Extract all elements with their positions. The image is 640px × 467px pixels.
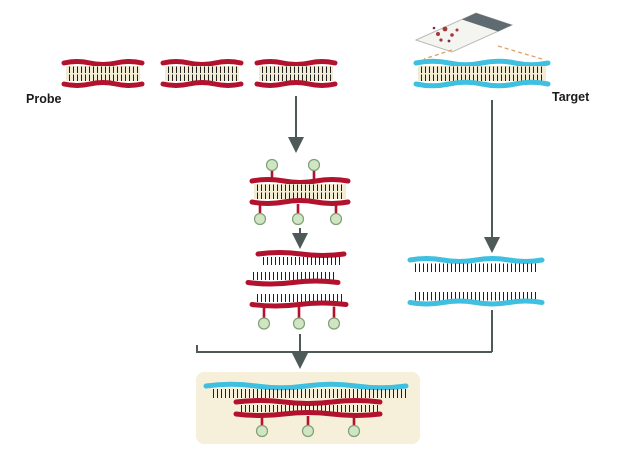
probe-segment-3 xyxy=(257,62,335,86)
denatured-target-strand-1 xyxy=(407,256,545,272)
denatured-probe-strand-2 xyxy=(245,272,341,287)
label-marker xyxy=(329,212,343,226)
magnification-lines xyxy=(423,45,543,60)
hybridized-product xyxy=(203,381,409,438)
label-marker xyxy=(301,424,315,438)
probe-segment-2 xyxy=(163,62,241,86)
target-dna xyxy=(416,61,548,86)
label-marker xyxy=(291,212,305,226)
label-marker xyxy=(307,158,321,172)
specimen-slide xyxy=(414,12,514,53)
label-marker xyxy=(265,158,279,172)
labeled-probe-strand xyxy=(249,294,349,330)
probe-label: Probe xyxy=(26,92,62,106)
denatured-probe-strand-1 xyxy=(255,250,347,265)
label-marker xyxy=(292,317,306,330)
tissue-specks xyxy=(432,26,459,43)
labeled-probe xyxy=(249,158,351,226)
probe-segment-1 xyxy=(64,62,142,86)
label-marker xyxy=(327,317,341,330)
label-marker xyxy=(255,424,269,438)
denatured-target-strand-2 xyxy=(407,292,545,307)
label-marker xyxy=(257,317,271,330)
merge-connector xyxy=(196,310,493,353)
slide-frosted-end xyxy=(462,13,512,32)
target-label: Target xyxy=(552,90,590,104)
label-marker xyxy=(253,212,267,226)
label-marker xyxy=(347,424,361,438)
